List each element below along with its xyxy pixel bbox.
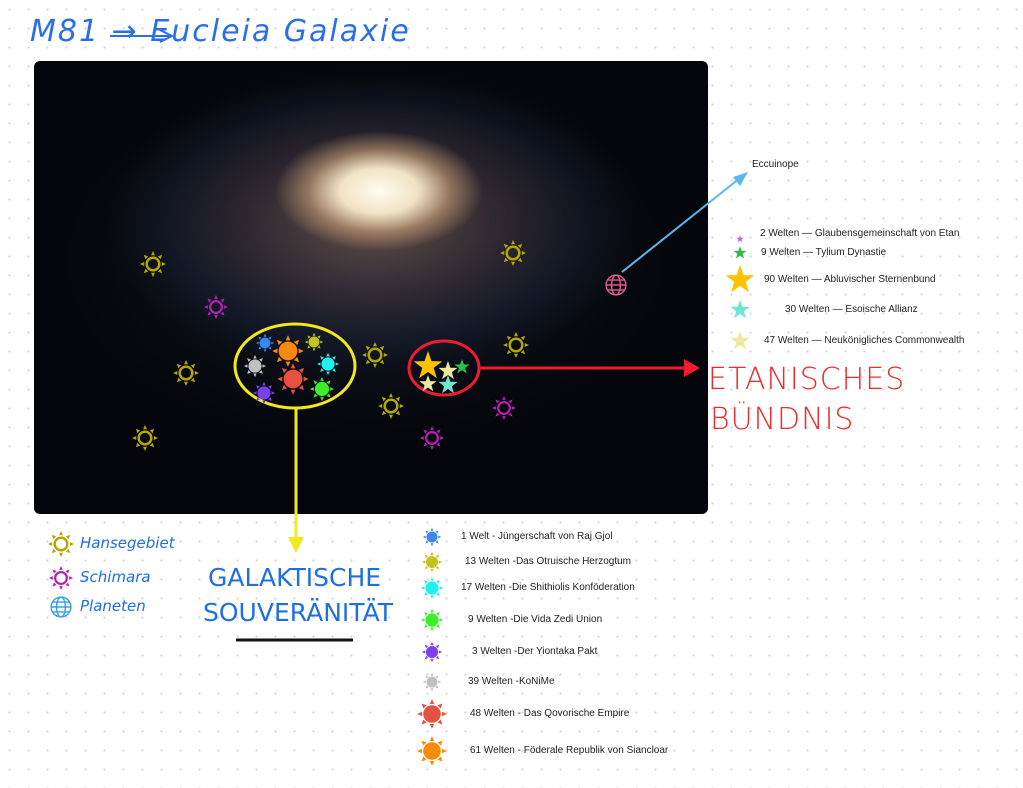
- star-legend-2-label: 90 Welten — Abluvischer Sternenbund: [764, 274, 936, 285]
- faction-sun-icon: [304, 332, 324, 357]
- type-legend-2-icon: [50, 596, 72, 623]
- sun-legend-3-icon: [420, 608, 444, 637]
- sun-legend-7-label: 61 Welten - Föderale Republik von Siancl…: [470, 745, 669, 756]
- yellow-arrow-head: [288, 537, 304, 553]
- planet-globe-icon: [605, 274, 627, 301]
- galaktische-label-2: SOUVERÄNITÄT: [203, 598, 394, 627]
- sun-legend-1-icon: [421, 551, 443, 578]
- sun-legend-5-label: 39 Welten -KoNiMe: [468, 676, 555, 687]
- faction-star-icon: [438, 361, 458, 386]
- blue-arrow-head: [733, 172, 748, 186]
- type-legend-1-icon: [48, 565, 74, 596]
- star-legend-4-label: 47 Welten — Neukönigliches Commonwealth: [764, 335, 965, 346]
- sun-legend-7-icon: [416, 735, 448, 772]
- sun-legend-2-label: 17 Welten -Die Shithiolis Konföderation: [461, 582, 635, 593]
- schimara-marker-icon: [203, 294, 229, 325]
- hanse-marker-icon: [131, 424, 159, 457]
- type-legend-0-icon: [47, 530, 75, 563]
- planet-label: Eccuinope: [752, 159, 799, 170]
- sun-legend-3-label: 9 Welten -Die Vida Zedi Union: [468, 614, 603, 625]
- star-legend-3-label: 30 Welten — Esoische Allianz: [785, 304, 918, 315]
- faction-star-icon: [454, 359, 470, 380]
- sun-legend-6-label: 48 Welten - Das Qovorische Empire: [470, 708, 630, 719]
- hanse-marker-icon: [361, 341, 389, 374]
- star-legend-0-icon: [736, 230, 744, 248]
- faction-sun-icon: [316, 352, 340, 381]
- etanisches-label-1: ETANISCHES: [708, 362, 906, 397]
- faction-star-icon: [438, 375, 458, 400]
- faction-sun-icon: [276, 362, 310, 401]
- star-legend-0-label: 2 Welten — Glaubensgemeinschaft von Etan: [760, 228, 960, 239]
- galaxy-image: [34, 61, 708, 514]
- sun-legend-0-label: 1 Welt - Jüngerschaft von Raj Gjol: [461, 531, 613, 542]
- schimara-marker-icon: [419, 425, 445, 456]
- star-legend-1-label: 9 Welten — Tylium Dynastie: [761, 247, 887, 258]
- hanse-marker-icon: [502, 331, 530, 364]
- sun-legend-1-label: 13 Welten -Das Otruische Herzogtum: [465, 556, 631, 567]
- hanse-marker-icon: [172, 359, 200, 392]
- type-legend-2-label: Planeten: [80, 597, 146, 615]
- faction-sun-icon: [252, 381, 276, 410]
- sun-legend-2-icon: [420, 576, 444, 605]
- sun-legend-6-icon: [416, 698, 448, 735]
- star-legend-2-icon: [725, 265, 755, 300]
- sun-legend-4-icon: [421, 641, 443, 668]
- faction-sun-icon: [271, 334, 305, 373]
- faction-sun-icon: [243, 354, 267, 383]
- schimara-marker-icon: [491, 395, 517, 426]
- hanse-marker-icon: [377, 392, 405, 425]
- galaktische-label-1: GALAKTISCHE: [208, 563, 382, 592]
- faction-sun-icon: [309, 376, 335, 407]
- faction-star-icon: [419, 375, 437, 398]
- type-legend-1-label: Schimara: [80, 568, 151, 586]
- faction-sun-icon: [255, 333, 275, 358]
- page-title: M81 → Eucleia Galaxie: [30, 14, 411, 49]
- star-legend-3-icon: [730, 300, 750, 325]
- sun-legend-0-icon: [422, 527, 442, 552]
- faction-star-icon: [413, 351, 443, 386]
- etanisches-label-2: BÜNDNIS: [710, 402, 855, 437]
- hanse-marker-icon: [139, 250, 167, 283]
- star-legend-1-icon: [733, 246, 747, 265]
- hanse-marker-icon: [499, 239, 527, 272]
- type-legend-0-label: Hansegebiet: [80, 534, 175, 552]
- sun-legend-4-label: 3 Welten -Der Yiontaka Pakt: [472, 646, 598, 657]
- star-legend-4-icon: [730, 331, 750, 356]
- sun-legend-5-icon: [422, 672, 442, 697]
